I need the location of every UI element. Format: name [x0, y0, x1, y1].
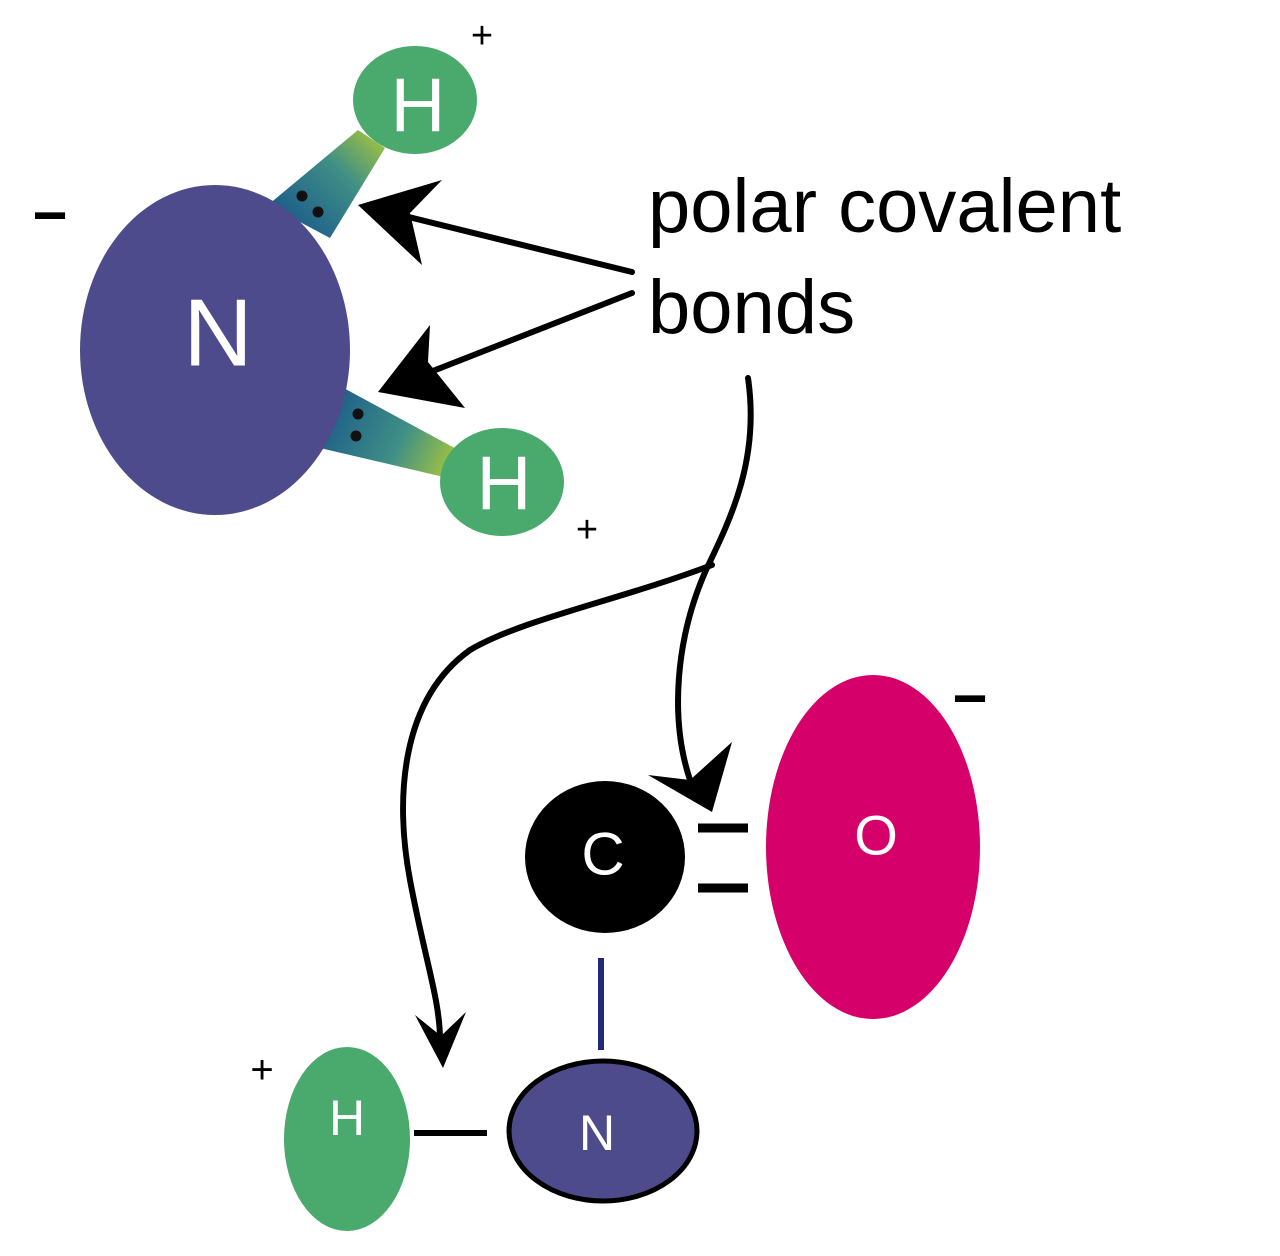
hydrogen-atom-bottom — [440, 428, 564, 536]
hydrogen-label-bottom: H — [477, 442, 532, 527]
electron-pair-top — [296, 190, 324, 218]
nitrogen-charge-top: − — [32, 182, 67, 249]
hydrogen-atom-amide — [284, 1047, 410, 1231]
arrowhead-bottom-bond — [378, 325, 465, 408]
arrow-line-top-bond — [369, 205, 635, 275]
hydrogen-label-amide: H — [329, 1090, 365, 1146]
nitrogen-label-top: N — [183, 280, 252, 387]
oxygen-label: O — [854, 804, 898, 867]
carbon-atom — [525, 781, 685, 933]
carbon-label: C — [581, 821, 624, 888]
arrowhead-top-bond — [358, 180, 442, 265]
arrow-curve-c-o-bond — [675, 375, 754, 783]
bond-n-h-top — [268, 130, 385, 238]
arrowhead-h-n-bond — [415, 1012, 466, 1068]
caption-line-1: polar covalent — [648, 164, 1121, 249]
hydrogen-charge-bottom: + — [576, 509, 598, 551]
nitrogen-label-bottom: N — [579, 1105, 615, 1161]
arrow-curve-h-n-bond — [400, 562, 715, 1043]
oxygen-atom — [766, 675, 980, 1019]
electron-pair-bottom — [350, 408, 364, 442]
molecule-top: N − H + H + — [32, 15, 598, 551]
arrows — [369, 205, 754, 1043]
hydrogen-charge-amide: + — [250, 1048, 273, 1092]
nitrogen-atom-top — [80, 185, 350, 515]
caption-line-2: bonds — [648, 265, 855, 350]
molecule-bottom: O − C N H + — [250, 665, 988, 1231]
bond-n-h-bottom — [320, 385, 462, 478]
oxygen-charge: − — [952, 665, 987, 732]
hydrogen-atom-top — [353, 46, 477, 154]
arrowheads — [358, 180, 732, 1068]
caption: polar covalent bonds — [648, 164, 1121, 350]
hydrogen-charge-top: + — [471, 15, 493, 57]
hydrogen-label-top: H — [391, 64, 446, 149]
arrowhead-c-o-bond — [648, 742, 732, 812]
nitrogen-atom-bottom — [506, 1058, 700, 1204]
